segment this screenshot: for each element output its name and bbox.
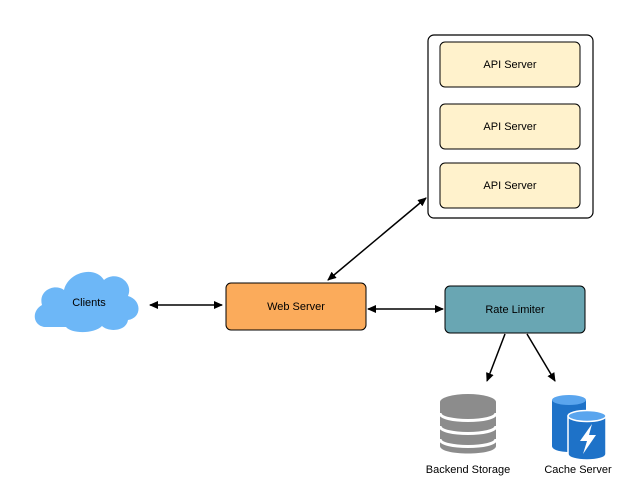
api-server-box: API Server <box>439 41 581 88</box>
api-server-box: API Server <box>439 162 581 209</box>
cache-server-icon <box>552 395 607 461</box>
web-server-label: Web Server <box>267 301 325 313</box>
edge-web-server-api-cluster <box>327 197 427 281</box>
cache-server-node: Cache Server <box>544 395 612 476</box>
rate-limiter-node: Rate Limiter <box>444 285 586 334</box>
api-server-box: API Server <box>439 103 581 150</box>
api-server-cluster: API Server API Server API Server <box>427 34 594 219</box>
backend-storage-label: Backend Storage <box>426 464 510 476</box>
api-server-label: API Server <box>483 121 537 133</box>
rate-limiter-label: Rate Limiter <box>485 304 545 316</box>
cache-server-label: Cache Server <box>544 464 612 476</box>
database-icon <box>438 394 498 454</box>
edge-rate-limiter-backend-storage <box>486 333 506 382</box>
clients-label: Clients <box>72 297 106 309</box>
backend-storage-node: Backend Storage <box>426 394 510 476</box>
clients-node: Clients <box>34 271 139 333</box>
web-server-node: Web Server <box>225 282 367 331</box>
cloud-icon <box>34 271 139 333</box>
edge-rate-limiter-cache-server <box>526 333 556 382</box>
lightning-icon <box>580 424 596 454</box>
api-server-label: API Server <box>483 180 537 192</box>
api-server-label: API Server <box>483 59 537 71</box>
